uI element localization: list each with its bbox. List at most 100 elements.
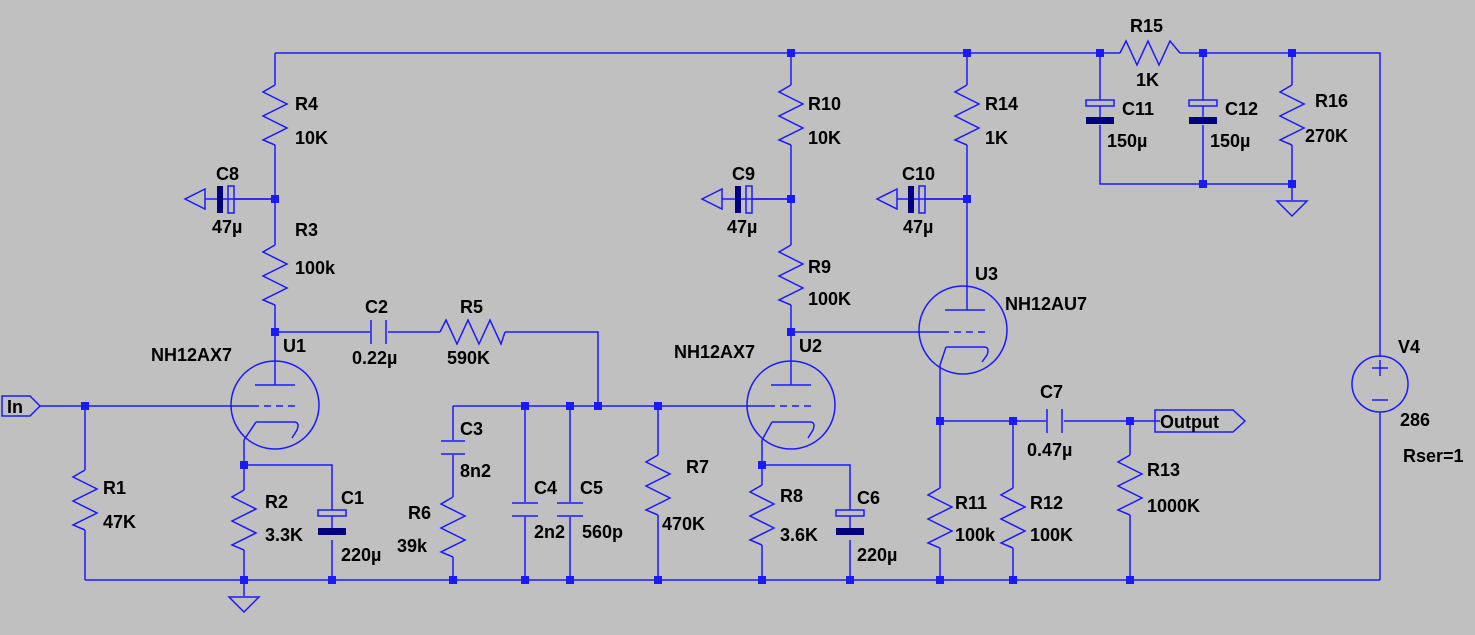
resistor-R13 [1116, 454, 1144, 516]
label-R15-ref: R15 [1130, 16, 1163, 36]
label-C1-value: 220µ [341, 545, 381, 565]
resistor-R7 [644, 454, 672, 516]
capacitors [183, 95, 1218, 535]
label-R2-ref: R2 [265, 492, 288, 512]
label-R1-value: 47K [103, 512, 136, 532]
label-R5-ref: R5 [460, 297, 483, 317]
output-port: Output [1154, 409, 1247, 433]
ground-symbols [227, 200, 1309, 614]
capacitor-C10 [875, 185, 967, 214]
label-R12-ref: R12 [1030, 493, 1063, 513]
label-R10-ref: R10 [808, 94, 841, 114]
capacitor-C1 [317, 509, 347, 535]
resistor-R16 [1278, 84, 1306, 146]
capacitor-C9 [700, 185, 791, 214]
ground-icon [1275, 200, 1309, 218]
capacitor-C8 [183, 185, 275, 214]
input-port-label: In [7, 397, 23, 417]
label-C9-ref: C9 [732, 164, 755, 184]
capacitor-C12 [1188, 95, 1218, 124]
label-C4-value: 2n2 [534, 522, 565, 542]
label-C5-ref: C5 [580, 478, 603, 498]
capacitor-C4 [512, 502, 538, 517]
resistor-R2 [230, 489, 258, 551]
label-C2-value: 0.22µ [352, 348, 397, 368]
label-C8-value: 47µ [212, 217, 242, 237]
label-U3-ref: U3 [975, 264, 998, 284]
label-V4-ref: V4 [1398, 337, 1420, 357]
label-U1-ref: U1 [283, 336, 306, 356]
label-R7-ref: R7 [686, 457, 709, 477]
label-V4-extra: Rser=1 [1403, 446, 1464, 466]
label-V4-value: 286 [1400, 410, 1430, 430]
label-R4-ref: R4 [295, 94, 318, 114]
capacitor-C6 [835, 509, 865, 535]
resistor-R1 [71, 469, 99, 531]
label-C5-value: 560p [582, 522, 623, 542]
resistor-R14 [953, 84, 981, 146]
label-U3-value: NH12AU7 [1005, 294, 1087, 314]
label-R14-ref: R14 [985, 94, 1018, 114]
label-R4-value: 10K [295, 128, 328, 148]
label-R3-ref: R3 [295, 220, 318, 240]
label-R2-value: 3.3K [265, 525, 303, 545]
resistor-R9 [777, 244, 805, 306]
label-R8-ref: R8 [780, 486, 803, 506]
label-R9-value: 100K [808, 289, 851, 309]
resistor-R11 [926, 487, 954, 549]
tube-U1 [230, 360, 320, 450]
label-C10-value: 47µ [903, 217, 933, 237]
label-R11-ref: R11 [955, 493, 987, 513]
input-port: In [1, 395, 42, 417]
label-R10-value: 10K [808, 128, 841, 148]
capacitor-C3 [441, 440, 465, 455]
component-labels: R4 10K C8 47µ R3 100k C2 0.22µ R5 590K U… [103, 16, 1464, 565]
tube-U2 [746, 360, 836, 450]
label-C3-value: 8n2 [460, 461, 491, 481]
capacitor-C11 [1085, 95, 1115, 124]
capacitor-C7 [1046, 409, 1063, 433]
resistor-R6 [439, 496, 467, 558]
junctions [81, 49, 1296, 584]
capacitor-C2 [370, 320, 387, 344]
label-R13-ref: R13 [1147, 460, 1180, 480]
label-C12-value: 150µ [1210, 131, 1250, 151]
voltage-source-V4 [1351, 355, 1409, 413]
label-R8-value: 3.6K [780, 525, 818, 545]
label-C6-ref: C6 [857, 488, 880, 508]
tube-U3 [918, 285, 1008, 375]
output-port-label: Output [1160, 412, 1219, 432]
label-C9-value: 47µ [727, 217, 757, 237]
label-R1-ref: R1 [103, 478, 126, 498]
label-C8-ref: C8 [216, 164, 239, 184]
label-U2-ref: U2 [799, 336, 822, 356]
resistor-R5 [439, 318, 506, 347]
label-R16-ref: R16 [1315, 91, 1348, 111]
label-U2-value: NH12AX7 [674, 342, 755, 362]
label-C7-value: 0.47µ [1027, 440, 1072, 460]
label-R14-value: 1K [985, 128, 1008, 148]
resistor-R10 [777, 84, 805, 146]
label-R7-value: 470K [662, 514, 705, 534]
resistor-R8 [748, 484, 776, 546]
resistor-R3 [261, 244, 289, 306]
label-R12-value: 100K [1030, 525, 1073, 545]
resistors [71, 39, 1306, 558]
label-C3-ref: C3 [460, 419, 483, 439]
resistor-R12 [999, 487, 1027, 549]
label-R5-value: 590K [447, 348, 490, 368]
label-R11-value: 100k [955, 525, 996, 545]
label-C4-ref: C4 [534, 478, 557, 498]
label-C1-ref: C1 [341, 488, 364, 508]
label-C7-ref: C7 [1040, 382, 1063, 402]
resistor-R15 [1119, 39, 1181, 67]
label-R6-ref: R6 [408, 503, 431, 523]
ground-icon [227, 596, 261, 614]
label-R13-value: 1000K [1147, 496, 1200, 516]
label-R6-value: 39k [397, 536, 428, 556]
label-C10-ref: C10 [902, 164, 935, 184]
label-U1-value: NH12AX7 [151, 345, 232, 365]
label-C2-ref: C2 [365, 297, 388, 317]
label-C11-value: 150µ [1107, 131, 1147, 151]
